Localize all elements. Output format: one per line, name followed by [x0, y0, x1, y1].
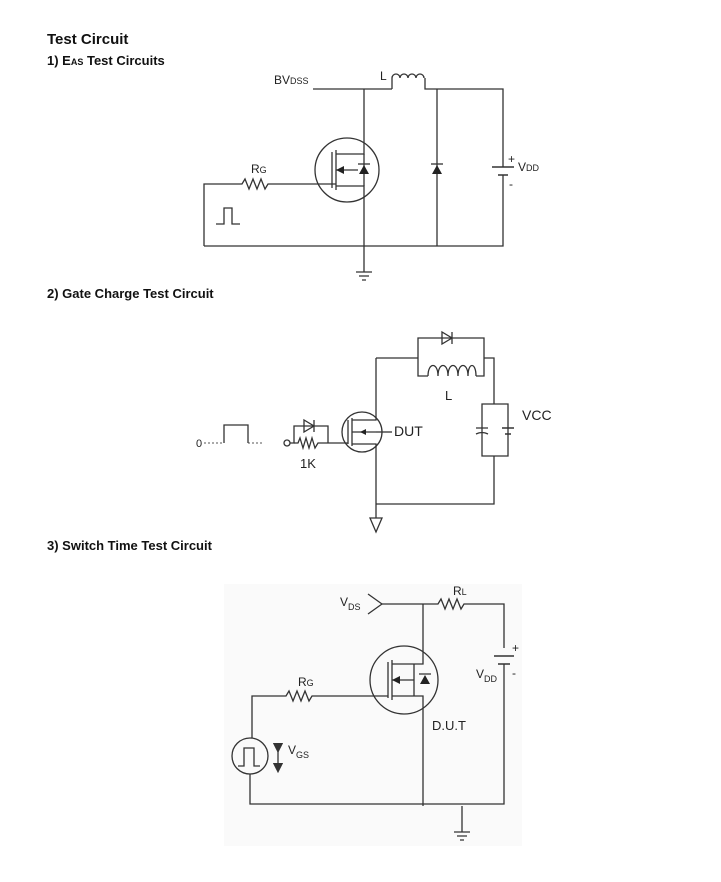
inductor-label-2: L	[445, 388, 452, 403]
vgs-label: VGS	[288, 743, 309, 760]
switch-body-diode-bar	[413, 664, 431, 696]
mosfet-circle	[314, 137, 380, 203]
switch-vdd-label: VDD	[476, 667, 498, 684]
switch-time-circuit: VDS RL D.U.T RG VGS + - VDD	[224, 584, 522, 846]
section-1-heading: 1) EAS Test Circuits	[47, 53, 165, 68]
switch-bottom-wire	[249, 664, 505, 805]
inductor-coil	[427, 364, 477, 377]
dut-label: DUT	[394, 423, 423, 439]
bottom-wire	[204, 186, 504, 247]
switch-body-diode	[420, 675, 430, 684]
inductor	[391, 73, 425, 89]
dut-arrow	[360, 429, 366, 435]
section-2-heading: 2) Gate Charge Test Circuit	[47, 286, 214, 301]
switch-mosfet-arrow	[392, 676, 400, 684]
bottom-rail	[376, 456, 495, 505]
section-1-heading-suffix: Test Circuits	[83, 53, 165, 68]
section-1-heading-sub: AS	[70, 57, 84, 67]
ground-icon	[356, 246, 372, 281]
freewheel-diode	[432, 165, 442, 174]
top-wire	[313, 78, 504, 156]
body-diode	[359, 165, 369, 174]
rg-label: RG	[251, 162, 267, 176]
switch-vdd-plus: +	[512, 641, 519, 655]
battery-symbol	[502, 427, 514, 435]
inductor-leads	[417, 358, 485, 377]
mosfet	[314, 89, 380, 246]
gate-resistor	[203, 177, 336, 246]
switch-ground-icon	[454, 806, 470, 841]
switch-gate-resistor	[251, 689, 388, 738]
inductor-label: L	[380, 69, 387, 83]
pulse-source-wave	[238, 747, 260, 767]
vdd-label: VDD	[518, 160, 540, 174]
section-3-heading: 3) Switch Time Test Circuit	[47, 538, 212, 553]
inductor-diode-box	[417, 337, 485, 358]
rl-label: RL	[453, 584, 467, 598]
vdd-minus: -	[509, 177, 513, 191]
bvdss-label: BVDSS	[274, 73, 309, 87]
gate-resistor-1k	[294, 435, 348, 451]
diode-parallel-wire	[290, 425, 329, 444]
inductor-diode	[441, 330, 454, 346]
capacitor-symbol	[475, 427, 489, 435]
switch-vdd-minus: -	[512, 666, 516, 680]
section-1-heading-prefix: 1) E	[47, 53, 71, 68]
gate-charge-circuit: 0 1K DUT L VCC	[196, 330, 552, 534]
ground-icon-2	[369, 504, 383, 534]
mosfet-leads	[331, 89, 365, 246]
switch-vdd-battery	[494, 655, 514, 665]
vdd-plus: +	[508, 152, 515, 166]
pulse-icon	[216, 207, 240, 225]
vdd-battery	[492, 166, 514, 176]
mosfet-arrow	[336, 166, 344, 174]
resistor-1k-label: 1K	[300, 456, 316, 471]
page-title: Test Circuit	[47, 31, 129, 48]
top-rail	[376, 357, 495, 404]
switch-mosfet	[369, 604, 439, 806]
vcc-label: VCC	[522, 407, 552, 423]
vcc-box	[481, 403, 509, 457]
switch-mosfet-circle	[369, 645, 439, 715]
eas-circuit: BVDSS L RG + VDD -	[203, 69, 540, 281]
zero-label: 0	[196, 438, 202, 450]
gate-diode	[303, 418, 316, 434]
figure-background	[224, 584, 522, 846]
rl-top-wire	[382, 597, 505, 648]
dut-switch-label: D.U.T	[432, 718, 466, 733]
pulse-shape	[223, 424, 249, 443]
rg-switch-label: RG	[298, 675, 314, 689]
input-terminal	[283, 439, 291, 447]
vds-label: VDS	[340, 595, 361, 612]
dut-mosfet	[341, 358, 383, 504]
